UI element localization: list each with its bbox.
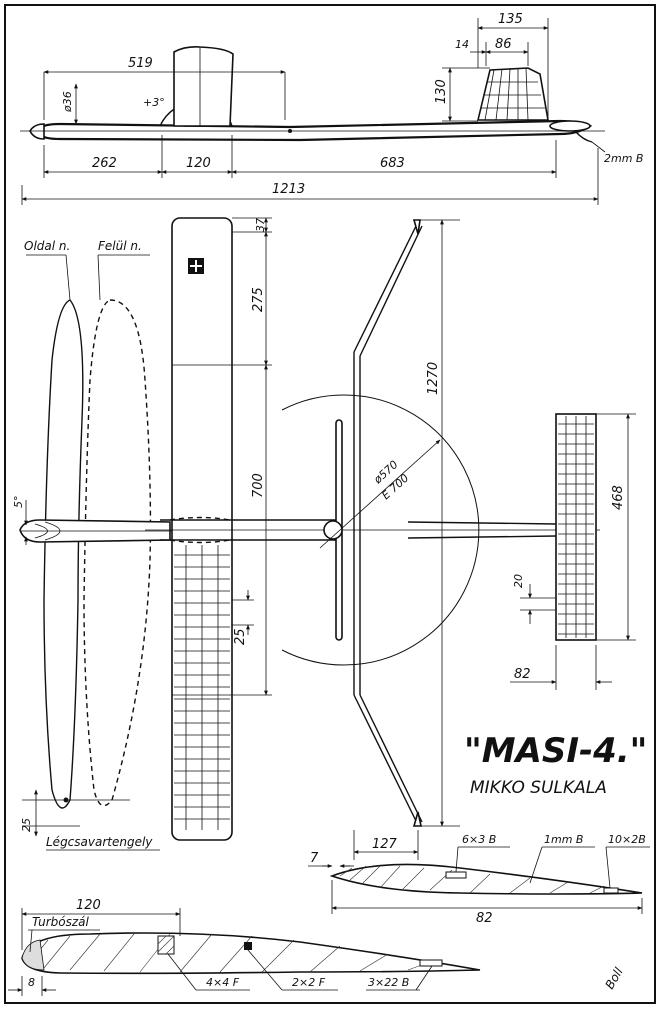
dim-rib-spacing: 25 [233,628,248,645]
dim-wing-le: 8 [28,976,35,989]
dim-tail-te: 10×2B [608,833,646,846]
wing-top-view: 37 275 700 25 [145,217,600,841]
dim-wing-chord: 120 [186,156,211,171]
dim-tail-le: 7 [310,851,319,866]
dim-wing-te: 3×22 B [368,976,409,989]
label-prop-axis: Légcsavartengely [46,835,153,849]
dim-tip: 37 [254,218,267,232]
label-top-view: Felül n. [98,239,142,253]
plan-title: "MASI-4." [464,731,647,771]
dim-tail-sheet: 1mm B [544,833,583,846]
propeller-views: Oldal n. Felül n. 5° 25 Légcsavartengely [12,239,175,851]
tail-section: 7 6×3 B 1mm B 10×2B 82 [308,833,650,926]
dim-span: 1270 [426,362,441,395]
signature: Boll [602,965,626,992]
dim-tail-rib: 20 [512,574,525,588]
dim-wing-section-chord: 120 [76,898,101,913]
front-view: ø570 E 700 1270 127 [281,219,557,860]
dim-nose-to-wing: 262 [92,156,117,171]
title-block: "MASI-4." MIKKO SULKALA [464,731,647,798]
tail-top-view: 468 20 82 [510,413,636,690]
dim-tail-spar: 6×3 B [462,833,496,846]
dim-skid: 2mm B [604,152,643,165]
dim-fin-offset: 14 [455,38,469,51]
dim-blade-angle: 5° [12,496,25,509]
dim-fin-top: 86 [495,37,512,52]
dim-dihedral-rise: 127 [372,837,398,852]
dim-fuselage-diameter: ø36 [61,91,74,113]
dim-fin-height: 130 [434,79,449,104]
sheet-border [4,4,656,1004]
dim-aux-spar: 2×2 F [292,976,326,989]
label-side-view: Oldal n. [24,239,70,253]
dim-center-panel: 700 [251,473,266,498]
dim-outer-panel: 275 [251,287,266,312]
dim-total-length: 1213 [272,182,305,197]
dim-axis-offset: 25 [20,818,33,832]
dim-wing-to-tail: 683 [380,156,405,171]
dim-main-spar: 4×4 F [206,976,240,989]
designer-name: MIKKO SULKALA [470,778,607,798]
dim-incidence: +3° [143,96,165,109]
dim-tail-chord: 82 [514,667,531,682]
dim-tail-span: 468 [611,485,626,510]
dim-tail-section-chord: 82 [476,911,493,926]
label-turbulator: Turbószál [32,915,90,929]
side-view: 519 ø36 +3° 262 120 683 1213 135 14 86 1… [20,12,643,205]
wing-section: 120 Turbószál 8 4×4 F 2×2 F 3×22 B [8,898,481,996]
dim-wing-position: 519 [128,56,153,71]
dim-fin-total: 135 [498,12,523,27]
